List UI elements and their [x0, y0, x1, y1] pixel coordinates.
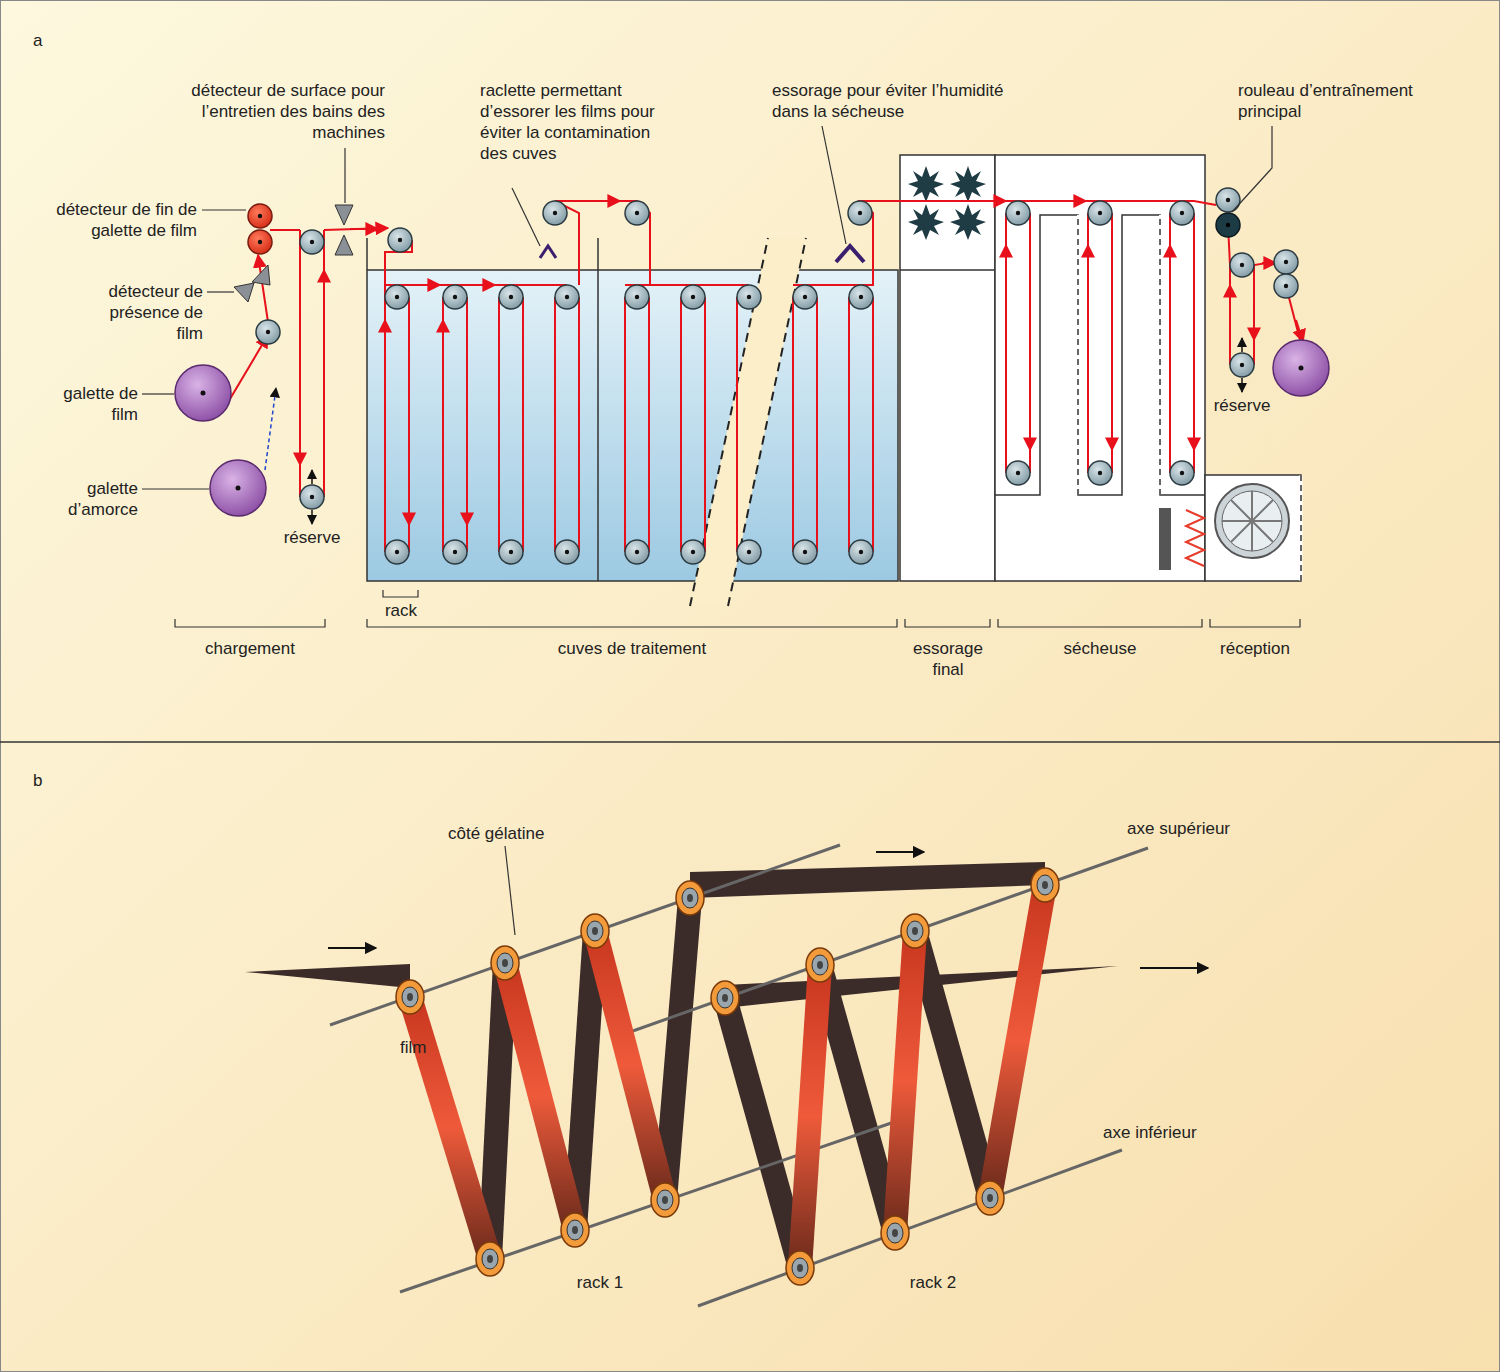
callout-label: rouleau d’entraînement principal — [1238, 80, 1458, 122]
callout-label: axe supérieur — [1127, 818, 1277, 839]
callout-label: rack 2 — [893, 1272, 973, 1293]
callout-label: réserve — [267, 527, 357, 548]
callout-label: raclette permettant d’essorer les films … — [480, 80, 670, 164]
callout-label: rack 1 — [560, 1272, 640, 1293]
callout-label: essorage final — [903, 638, 993, 680]
callout-label: détecteur de fin de galette de film — [32, 199, 197, 241]
callout-label: chargement — [180, 638, 320, 659]
callout-label: côté gélatine — [448, 823, 588, 844]
callout-label: réserve — [1197, 395, 1287, 416]
callout-label: galette d’amorce — [53, 478, 138, 520]
callout-label: détecteur de présence de film — [88, 281, 203, 344]
callout-label: sécheuse — [1040, 638, 1160, 659]
callout-label: axe inférieur — [1103, 1122, 1253, 1143]
callout-label: cuves de traitement — [522, 638, 742, 659]
callout-label: b — [33, 770, 63, 791]
callout-label: film — [400, 1037, 460, 1058]
callout-label: a — [33, 30, 63, 51]
callout-label: rack — [371, 600, 431, 621]
callout-label: galette de film — [63, 383, 138, 425]
callout-label: réception — [1200, 638, 1310, 659]
callout-label: détecteur de surface pour l’entretien de… — [185, 80, 385, 143]
callout-label: essorage pour éviter l’humidité dans la … — [772, 80, 1012, 122]
